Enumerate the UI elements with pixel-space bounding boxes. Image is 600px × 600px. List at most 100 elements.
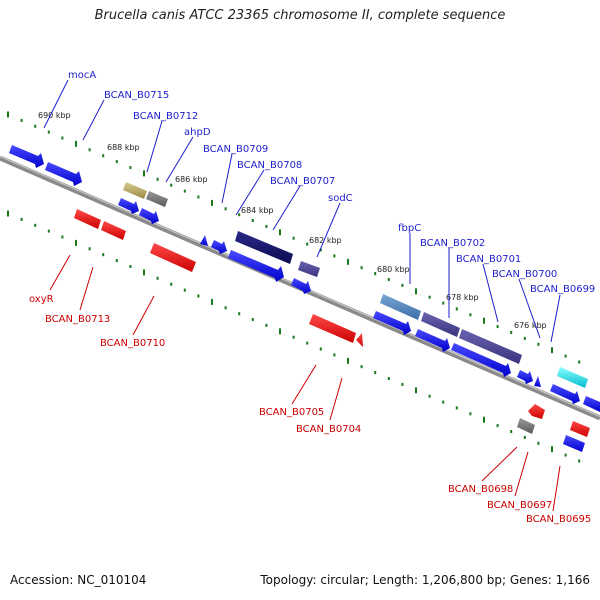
gene-mocA[interactable] (9, 145, 44, 168)
label-BCAN_B0698: BCAN_B0698 (448, 484, 513, 495)
gene-BCAN_B0707[interactable] (298, 261, 320, 277)
gene-BCAN_B0700[interactable] (517, 370, 533, 384)
reverse-label-group (49, 254, 561, 512)
label-BCAN_B0712: BCAN_B0712 (133, 111, 198, 122)
gene-small-arrow[interactable] (200, 235, 208, 246)
minor-tick (360, 266, 363, 270)
major-tick (483, 416, 485, 423)
gene-BCAN_B0698[interactable] (517, 418, 535, 434)
minor-tick (156, 276, 159, 280)
minor-tick (401, 283, 404, 287)
major-tick (143, 170, 145, 177)
minor-tick (61, 136, 64, 140)
gene-fbpC-lower[interactable] (373, 311, 411, 335)
gene-BCAN_B0712-khaki[interactable] (123, 182, 147, 199)
minor-tick (183, 189, 186, 193)
tick-label-676: 676 kbp (514, 321, 547, 330)
gene-BCAN_B0715[interactable] (45, 162, 82, 186)
gene-BCAN_B0708[interactable] (235, 231, 293, 264)
leader-BCAN_B0698 (481, 446, 518, 482)
minor-tick (88, 247, 91, 251)
leader-BCAN_B0712 (146, 120, 163, 173)
leader-BCAN_B0701 (482, 263, 499, 323)
gene-BCAN_B0710[interactable] (150, 243, 196, 272)
minor-tick (251, 318, 254, 321)
major-tick (415, 288, 417, 295)
forward-label-group (43, 79, 561, 343)
gene-edge[interactable] (583, 396, 600, 412)
gene-BCAN_B0697[interactable] (528, 404, 545, 419)
label-BCAN_B0701: BCAN_B0701 (456, 254, 521, 265)
minor-tick (115, 160, 118, 164)
tick-label-688: 688 kbp (107, 143, 140, 152)
minor-tick (537, 342, 540, 346)
major-tick (75, 140, 77, 147)
major-tick (7, 111, 9, 118)
tick-label-684: 684 kbp (241, 206, 274, 215)
minor-tick (564, 354, 567, 358)
major-tick (75, 239, 77, 246)
minor-tick (510, 331, 513, 334)
gene-BCAN_B0708-lower[interactable] (228, 250, 284, 282)
leader-BCAN_B0695 (552, 465, 561, 512)
leader-BCAN_B0707 (272, 185, 301, 231)
gene-BCAN_B0701[interactable] (459, 329, 522, 364)
gene-BCAN_B0700-arrow[interactable] (534, 376, 541, 387)
label-BCAN_B0697: BCAN_B0697 (487, 500, 552, 511)
gene-BCAN_B0695-upper[interactable] (570, 421, 590, 437)
label-BCAN_B0699: BCAN_B0699 (530, 284, 595, 295)
leader-BCAN_B0715 (82, 99, 105, 141)
minor-tick (265, 323, 268, 327)
minor-tick (129, 265, 132, 268)
gene-BCAN_B0712[interactable] (118, 198, 139, 214)
label-BCAN_B0707: BCAN_B0707 (270, 176, 335, 187)
minor-tick (428, 394, 431, 398)
minor-tick (578, 459, 581, 463)
minor-tick (333, 254, 336, 258)
minor-tick (292, 236, 295, 240)
minor-tick (129, 166, 132, 169)
gene-BCAN_B0695[interactable] (563, 435, 585, 452)
gene-fbpC[interactable] (380, 294, 421, 320)
gene-ahpD[interactable] (139, 208, 159, 224)
tick-label-678: 678 kbp (446, 293, 479, 302)
label-BCAN_B0710: BCAN_B0710 (100, 338, 165, 349)
minor-tick (88, 148, 91, 152)
leader-BCAN_B0708 (235, 169, 265, 216)
minor-tick (47, 130, 50, 134)
label-BCAN_B0695: BCAN_B0695 (526, 514, 591, 525)
tick-track-lower (7, 210, 581, 463)
minor-tick (319, 248, 322, 252)
leader-BCAN_B0710 (132, 295, 155, 336)
leader-BCAN_B0704 (329, 377, 343, 421)
gene-BCAN_B0702[interactable] (421, 312, 460, 337)
gene-oxyR[interactable] (74, 209, 101, 229)
minor-tick (387, 377, 390, 380)
minor-tick (224, 207, 227, 211)
label-fbpC: fbpC (398, 223, 421, 234)
major-tick (551, 347, 553, 354)
leader-BCAN_B0699 (550, 294, 561, 343)
major-tick (551, 446, 553, 453)
minor-tick (20, 118, 23, 122)
gene-BCAN_B0713[interactable] (101, 221, 126, 240)
gene-BCAN_B0709[interactable] (211, 240, 227, 254)
minor-tick (238, 312, 241, 316)
gene-ahpD-gray[interactable] (146, 191, 168, 207)
tick-label-686: 686 kbp (175, 175, 208, 184)
minor-tick (20, 217, 23, 221)
major-tick (415, 387, 417, 394)
minor-tick (496, 424, 499, 428)
gene-BCAN_B0699[interactable] (557, 367, 588, 388)
gene-BCAN_B0705[interactable] (309, 314, 356, 343)
gene-BCAN_B0701-lower[interactable] (451, 343, 511, 377)
gene-BCAN_B0699-lower[interactable] (550, 384, 580, 404)
gene-sodC[interactable] (291, 278, 311, 294)
major-tick (211, 298, 213, 305)
major-tick (211, 199, 213, 206)
minor-tick (428, 295, 431, 299)
gene-BCAN_B0704[interactable] (356, 333, 363, 347)
minor-tick (238, 213, 241, 217)
gene-BCAN_B0702-lower[interactable] (415, 329, 450, 352)
